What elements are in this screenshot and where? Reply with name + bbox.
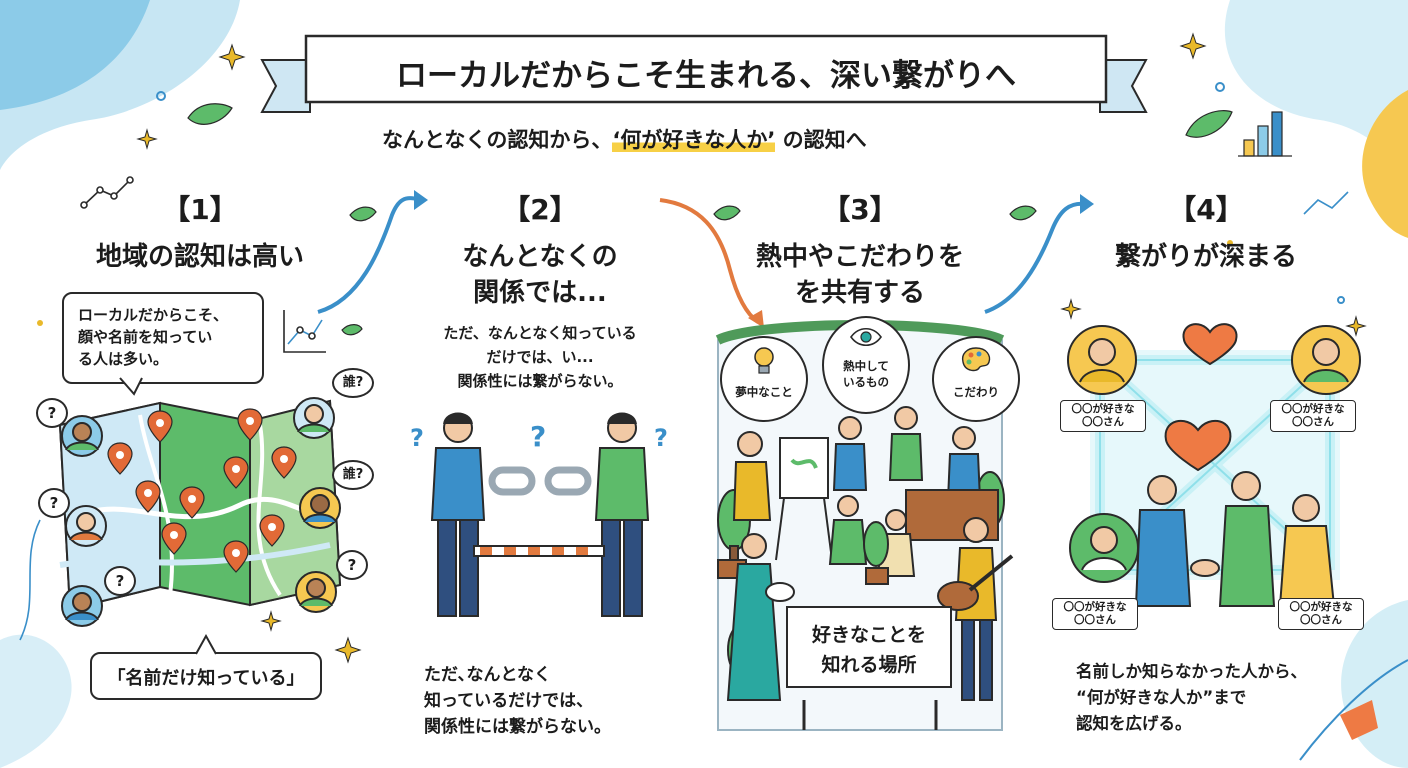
- bubble-tail: [119, 377, 143, 396]
- step4-title: 繋がりが深まる: [1114, 242, 1297, 272]
- step2-caption-line3: 関係性には繋がらない。: [424, 717, 611, 737]
- step1-bubble-line3: る人は多い。: [78, 350, 169, 368]
- question-bubble: ?: [104, 566, 136, 596]
- bubble-label: 夢中なこと: [735, 385, 793, 399]
- step2-title-line2: 関係では...: [473, 278, 607, 308]
- caption-tail: [195, 633, 217, 655]
- palette-icon: [961, 347, 991, 372]
- step2-title-line1: なんとなくの: [462, 242, 618, 272]
- tag-line1: 〇〇が好きな: [1063, 601, 1127, 613]
- subtitle: なんとなくの認知から、‘何が好きな人か’ の認知へ: [382, 124, 867, 154]
- subtitle-before: なんとなくの認知から、: [382, 128, 613, 152]
- sign-line1: 好きなことを: [811, 624, 926, 646]
- question-bubble: ?: [38, 488, 70, 518]
- step1-number: 【1】: [162, 193, 238, 226]
- step3-title-line2: を共有する: [794, 278, 925, 308]
- step1-bubble-line2: 顔や名前を知ってい: [78, 328, 213, 346]
- step1-speech-bubble: ローカルだからこそ、 顔や名前を知ってい る人は多い。: [62, 292, 264, 384]
- question-mark: ?: [530, 420, 547, 453]
- step3-title-line1: 熱中やこだわりを: [755, 242, 964, 272]
- step4-caption-line2: “何が好きな人か”まで: [1076, 688, 1247, 707]
- subtitle-highlight: ‘何が好きな人か’: [612, 128, 776, 152]
- step3-number: 【3】: [822, 193, 898, 226]
- tag-line2: 〇〇さん: [1292, 416, 1334, 428]
- map-pins: [107, 408, 297, 573]
- step1-bubble-line1: ローカルだからこそ、: [78, 306, 229, 324]
- eye-icon: [850, 327, 882, 347]
- subtitle-after: の認知へ: [775, 128, 867, 152]
- bubble-label-line2: いるもの: [843, 375, 889, 389]
- enthusiasm-bubble: 熱中して いるもの: [822, 316, 910, 414]
- tag-line1: 〇〇が好きな: [1281, 403, 1345, 415]
- bubble-label: こだわり: [953, 385, 999, 399]
- question-mark: ?: [654, 424, 668, 452]
- two-people-apart: [430, 412, 650, 617]
- step2-caption-line2: 知っているだけでは、: [424, 691, 594, 711]
- connection-network: [1067, 323, 1361, 607]
- tag-line2: 〇〇さん: [1074, 614, 1116, 626]
- lightbulb-icon: [754, 347, 774, 374]
- tag-line1: 〇〇が好きな: [1289, 601, 1353, 613]
- step2-caption-line1: ただ､なんとなく: [424, 665, 551, 685]
- banner-title: ローカルだからこそ生まれる、深い繋がりへ: [396, 58, 1016, 94]
- community-sign: 好きなことを 知れる場所: [786, 606, 952, 688]
- interest-tag: 〇〇が好きな 〇〇さん: [1278, 598, 1364, 630]
- question-mark: ?: [410, 424, 424, 452]
- bubble-label-line1: 熱中して: [843, 359, 889, 373]
- step4-number: 【4】: [1168, 193, 1244, 226]
- step1-caption: 「名前だけ知っている」: [107, 668, 305, 689]
- step2-number: 【2】: [502, 193, 578, 226]
- question-bubble: ?: [36, 398, 68, 428]
- interest-tag: 〇〇が好きな 〇〇さん: [1052, 598, 1138, 630]
- step2-note-line3: 関係性には繋がらない。: [457, 372, 623, 390]
- step1-avatars: [61, 397, 341, 627]
- tag-line1: 〇〇が好きな: [1071, 403, 1135, 415]
- banner-ribbon: [260, 34, 1148, 113]
- question-bubble: ?: [336, 550, 368, 580]
- who-bubble: 誰?: [332, 368, 374, 398]
- step4-caption-line3: 認知を広げる。: [1076, 714, 1192, 733]
- step1-title: 地域の認知は高い: [95, 242, 304, 272]
- step2-note-line1: ただ、なんとなく知っている: [443, 324, 637, 342]
- who-bubble: 誰?: [332, 460, 374, 490]
- sign-line2: 知れる場所: [821, 654, 917, 676]
- step4-caption-line1: 名前しか知らなかった人から、: [1076, 662, 1307, 681]
- tag-line2: 〇〇さん: [1082, 416, 1124, 428]
- passion-bubble: 夢中なこと: [720, 336, 808, 422]
- interest-tag: 〇〇が好きな 〇〇さん: [1060, 400, 1146, 432]
- step1-caption-box: 「名前だけ知っている」: [90, 652, 322, 700]
- commitment-bubble: こだわり: [932, 336, 1020, 422]
- interest-tag: 〇〇が好きな 〇〇さん: [1270, 400, 1356, 432]
- step2-note-line2: だけでは、い...: [486, 348, 594, 366]
- tag-line2: 〇〇さん: [1300, 614, 1342, 626]
